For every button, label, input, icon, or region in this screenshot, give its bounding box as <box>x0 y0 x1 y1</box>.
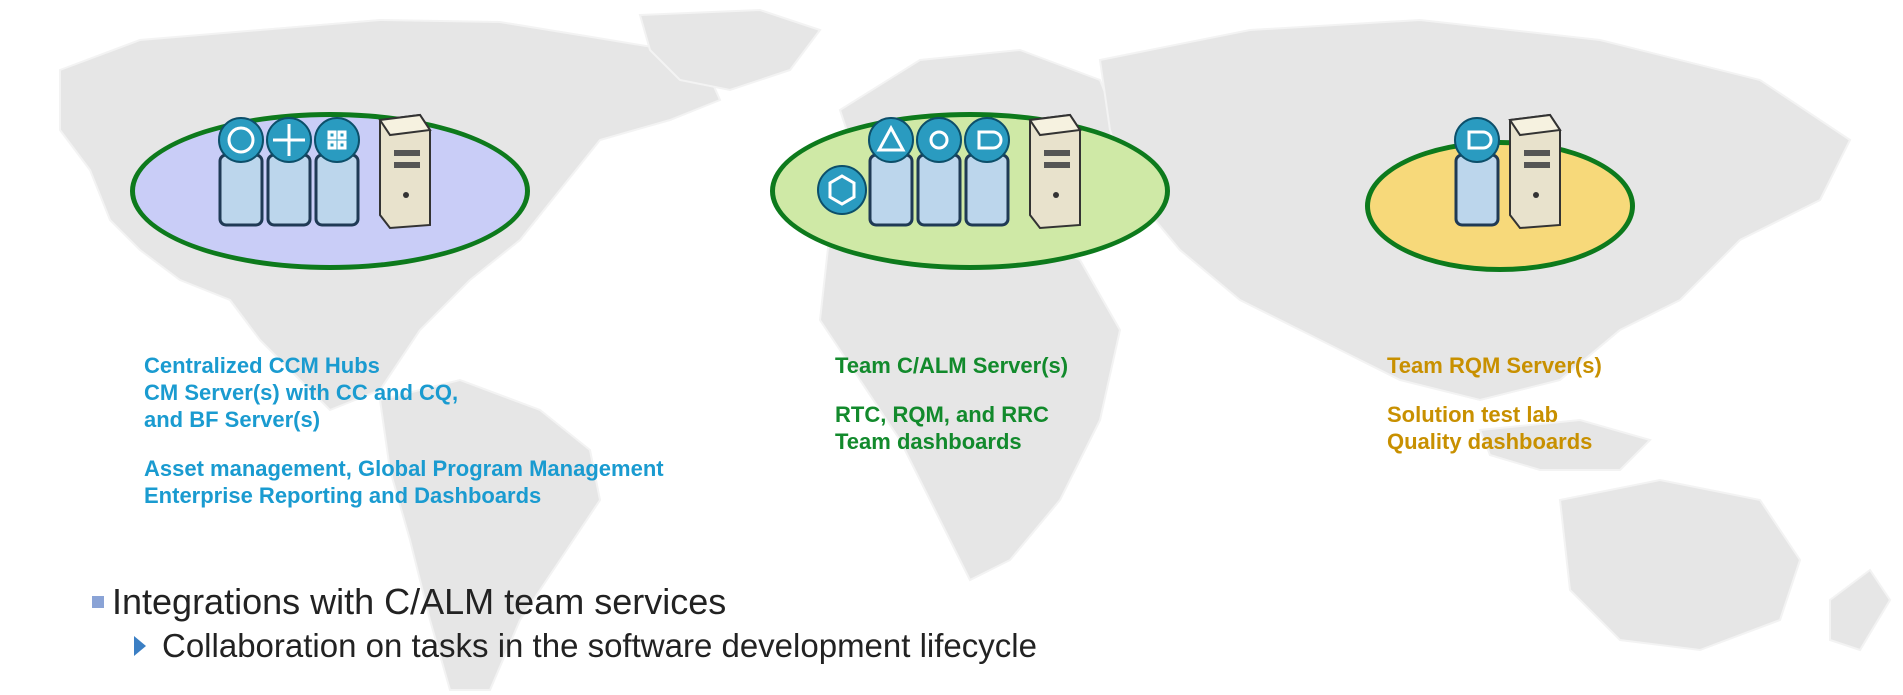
hexagon-icon <box>817 165 867 215</box>
server-tower-icon <box>378 113 432 230</box>
bullet-list: Integrations with C/ALM team services Co… <box>92 580 1037 668</box>
site-central-label: Centralized CCM Hubs CM Server(s) with C… <box>144 352 664 509</box>
site-central-line-3: and BF Server(s) <box>144 407 321 432</box>
continent-greenland <box>638 8 822 92</box>
database-icon <box>1454 153 1500 227</box>
database-icon <box>218 153 360 227</box>
continent-new-zealand <box>1829 568 1892 652</box>
network-icon <box>916 117 962 163</box>
loop-icon <box>964 117 1010 163</box>
server-tower-icon <box>1028 113 1082 230</box>
site-central-server-group <box>218 113 432 230</box>
site-calm-line-3: Team dashboards <box>835 429 1022 454</box>
bullet-level-1: Integrations with C/ALM team services <box>92 580 1037 624</box>
database-icon <box>868 153 1010 227</box>
site-central-line-1: Centralized CCM Hubs <box>144 353 380 378</box>
continent-australia <box>1558 478 1802 652</box>
site-calm-server-group <box>817 113 1082 230</box>
server-tower-icon <box>1508 113 1562 230</box>
site-rqm-line-2: Solution test lab <box>1387 402 1559 427</box>
grid-icon <box>314 117 360 163</box>
site-rqm-line-3: Quality dashboards <box>1387 429 1593 454</box>
bullet-level-1-text: Integrations with C/ALM team services <box>112 581 727 622</box>
site-central-line-4: Asset management, Global Program Managem… <box>144 456 664 481</box>
site-central-line-2: CM Server(s) with CC and CQ, <box>144 380 459 405</box>
bullet-level-2-text: Collaboration on tasks in the software d… <box>162 627 1037 664</box>
site-rqm-ellipse <box>1365 140 1635 272</box>
continent-south-america <box>378 378 602 691</box>
site-rqm-line-1: Team RQM Server(s) <box>1387 353 1602 378</box>
site-central-line-5: Enterprise Reporting and Dashboards <box>144 483 542 508</box>
loop-icon <box>1454 117 1500 163</box>
site-calm-line-1: Team C/ALM Server(s) <box>835 353 1069 378</box>
triangle-bullet-icon <box>134 636 146 656</box>
globe-icon <box>218 117 264 163</box>
site-rqm-server-group <box>1454 113 1562 230</box>
site-rqm-label: Team RQM Server(s) Solution test lab Qua… <box>1387 352 1602 455</box>
site-calm-label: Team C/ALM Server(s) RTC, RQM, and RRC T… <box>835 352 1068 455</box>
triangle-icon <box>868 117 914 163</box>
bullet-level-2: Collaboration on tasks in the software d… <box>134 624 1037 668</box>
site-calm-line-2: RTC, RQM, and RRC <box>835 402 1049 427</box>
continent-indonesia <box>1478 418 1652 471</box>
